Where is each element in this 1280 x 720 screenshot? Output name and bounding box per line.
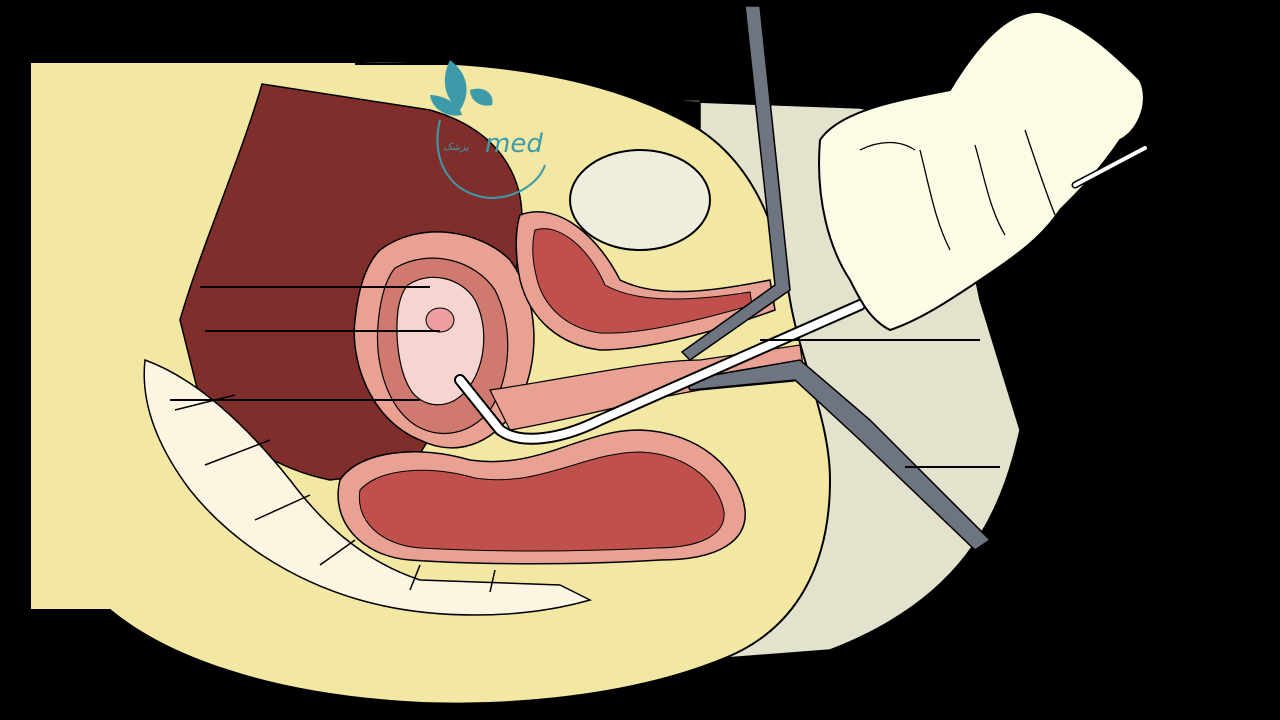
logo-watermark: med پزشک <box>430 60 546 200</box>
vertebra-divider-3 <box>254 494 311 521</box>
logo-leaf-icon-3 <box>470 88 493 106</box>
logo-leaf-icon-2 <box>430 95 462 116</box>
catheter-instrument-inner <box>456 301 864 443</box>
vertebra-divider-6 <box>489 569 496 593</box>
vertebra-divider-1 <box>174 394 236 411</box>
sacrum-bone <box>143 358 593 616</box>
logo-prefix-text: پزشک <box>443 142 469 153</box>
glove-finger-crease-1 <box>859 141 916 151</box>
logo-brand-text: med <box>485 129 543 159</box>
vertebra-divider-2 <box>204 439 271 466</box>
glove-finger-crease-4 <box>1024 129 1056 216</box>
posterior-organ-lower-core <box>358 451 725 552</box>
glove-finger-crease-2 <box>919 149 951 251</box>
bladder <box>569 149 711 251</box>
gestational-sac <box>396 276 485 406</box>
syringe-rod-inner <box>1073 146 1147 187</box>
anterior-organ-upper-core <box>532 228 753 334</box>
logo-leaf-icon <box>444 60 467 110</box>
glove-finger-crease-3 <box>974 144 1006 236</box>
logo-arc <box>436 119 546 200</box>
speculum-lower-blade <box>683 359 992 551</box>
speculum-upper-blade <box>680 5 791 361</box>
embryo <box>425 307 455 333</box>
vertebra-divider-5 <box>409 564 421 591</box>
vertebra-divider-4 <box>319 539 356 566</box>
